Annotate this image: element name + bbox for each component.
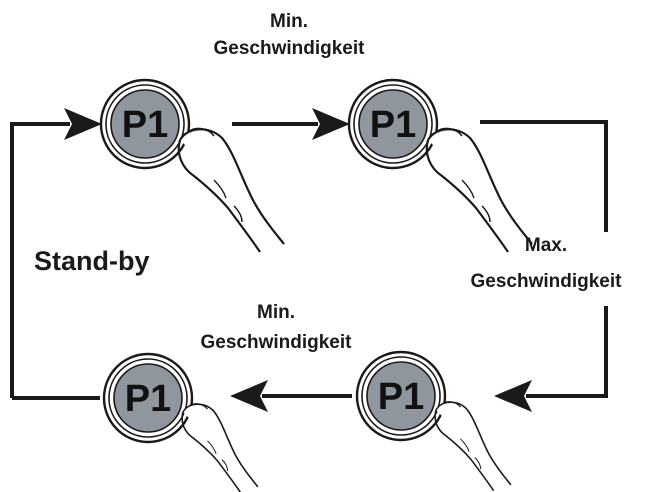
pressing-finger-icon <box>177 127 286 254</box>
standby-loop-line <box>10 122 70 398</box>
p1-button-top-right[interactable]: P1 <box>347 78 534 254</box>
top-min-speed-label-line2: Geschwindigkeit <box>214 38 366 59</box>
p1-button-bottom-right[interactable]: P1 <box>355 350 512 492</box>
p1-button-face <box>366 361 436 431</box>
p1-label: P1 <box>370 104 416 146</box>
p1-button-face <box>113 363 183 433</box>
arrowhead-to-bottom-left <box>230 380 268 412</box>
pressing-finger-icon <box>434 400 512 492</box>
right-max-speed-label-line1: Max. <box>525 235 567 256</box>
standby-label: Stand-by <box>34 246 150 276</box>
p1-label: P1 <box>378 376 424 418</box>
top-min-speed-label-line1: Min. <box>270 11 308 32</box>
pressing-finger-icon <box>425 127 534 254</box>
p1-button-bottom-left[interactable]: P1 <box>102 352 259 492</box>
bottom-min-speed-label-line1: Min. <box>257 302 295 323</box>
p1-button-face <box>110 89 180 159</box>
pressing-finger-icon <box>181 402 259 492</box>
bottom-min-speed-label-line2: Geschwindigkeit <box>201 332 353 353</box>
right-lower-line <box>526 306 608 398</box>
arrowhead-to-bottom-right <box>494 380 532 412</box>
p1-label: P1 <box>125 378 171 420</box>
arrowhead-to-top-left <box>64 108 102 140</box>
right-max-speed-label-line2: Geschwindigkeit <box>471 271 623 292</box>
arrowhead-to-top-right <box>312 108 350 140</box>
p1-label: P1 <box>122 104 168 146</box>
p1-button-top-left[interactable]: P1 <box>99 78 286 254</box>
flow-lines <box>10 120 608 400</box>
right-upper-line <box>480 120 608 232</box>
arrowheads <box>64 108 532 412</box>
p1-button-face <box>358 89 428 159</box>
